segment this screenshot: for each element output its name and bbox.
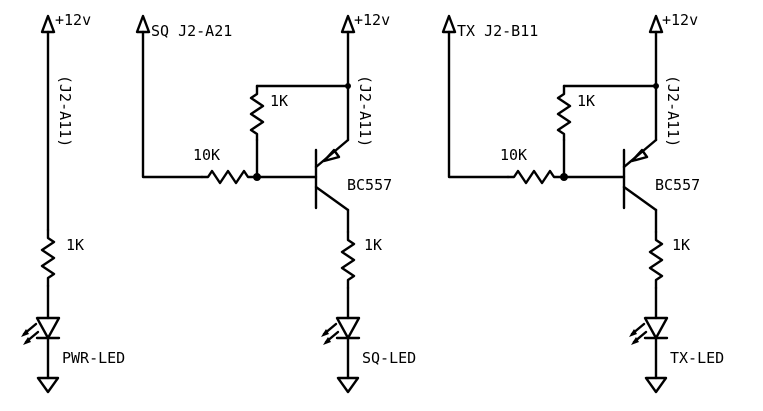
pullup-resistor-sq xyxy=(249,84,265,142)
led-label-pwr: PWR-LED xyxy=(62,349,125,367)
resistor-label-pwr: 1K xyxy=(66,236,84,254)
sq-circuit: SQ J2-A21 10K 1K +12v (J2-A11) BC557 1K xyxy=(135,11,416,394)
supply-label-sq: +12v xyxy=(354,11,390,29)
supply-label-tx: +12v xyxy=(662,11,698,29)
ground-sq xyxy=(336,376,360,394)
tx-circuit: TX J2-B11 10K 1K +12v (J2-A11) BC557 1K xyxy=(441,11,724,394)
resistor-pwr xyxy=(40,228,56,288)
transistor-sq xyxy=(314,138,350,212)
ground-tx xyxy=(644,376,668,394)
transistor-tx xyxy=(622,138,658,212)
led-resistor-sq xyxy=(340,230,356,290)
pullup-label-sq: 1K xyxy=(270,92,288,110)
led-resistor-label-sq: 1K xyxy=(364,236,382,254)
supply-arrow-tx xyxy=(648,14,664,34)
ground-pwr xyxy=(36,376,60,394)
pullup-label-tx: 1K xyxy=(577,92,595,110)
base-resistor-label-sq: 10K xyxy=(193,146,220,164)
base-resistor-sq xyxy=(200,169,259,185)
supply-label-pwr: +12v xyxy=(55,11,91,29)
base-resistor-label-tx: 10K xyxy=(500,146,527,164)
transistor-label-sq: BC557 xyxy=(347,176,392,194)
connector-label-tx: (J2-A11) xyxy=(664,75,682,147)
led-tx xyxy=(629,316,669,345)
pullup-resistor-tx xyxy=(556,84,572,142)
power-led-circuit: +12v (J2-A11) 1K PWR-LED xyxy=(21,11,125,394)
led-resistor-label-tx: 1K xyxy=(672,236,690,254)
led-sq xyxy=(321,316,361,345)
connector-label-sq: (J2-A11) xyxy=(356,75,374,147)
base-resistor-tx xyxy=(506,169,566,185)
led-label-sq: SQ-LED xyxy=(362,349,416,367)
input-label-tx: TX J2-B11 xyxy=(457,22,538,40)
supply-arrow-sq xyxy=(340,14,356,34)
input-arrow-tx xyxy=(441,14,457,34)
connector-label-pwr: (J2-A11) xyxy=(56,75,74,147)
transistor-label-tx: BC557 xyxy=(655,176,700,194)
led-resistor-tx xyxy=(648,230,664,290)
input-label-sq: SQ J2-A21 xyxy=(151,22,232,40)
led-label-tx: TX-LED xyxy=(670,349,724,367)
supply-arrow-pwr xyxy=(40,14,56,34)
led-pwr xyxy=(21,316,61,345)
input-arrow-sq xyxy=(135,14,151,34)
